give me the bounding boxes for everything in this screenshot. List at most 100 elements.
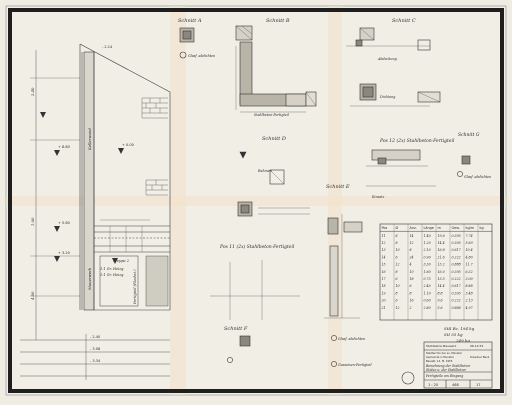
drawing-note: 1:1 Gr. Heizg. bbox=[100, 273, 125, 277]
schedule-cell: 8 bbox=[410, 291, 412, 295]
schedule-cell: 1.10 bbox=[424, 291, 431, 295]
section-title-b: Schnitt B bbox=[266, 18, 290, 24]
schedule-total: StI 55 kg bbox=[444, 332, 463, 337]
schedule-header-cell: Ø bbox=[396, 225, 399, 230]
schedule-cell: 18 bbox=[410, 277, 414, 281]
schedule-cell: 21 bbox=[381, 306, 386, 310]
schedule-cell: 6.32 bbox=[466, 270, 473, 274]
schedule-cell: 0.395 bbox=[452, 241, 461, 245]
schedule-cell: 8 bbox=[396, 291, 398, 295]
schedule-cell: 1.40 bbox=[424, 234, 431, 238]
schedule-cell: 2.40 bbox=[423, 284, 431, 288]
position-title-12: Pos 12 (2x) Stahlbeton-Fertigteil bbox=[379, 137, 455, 144]
schedule-cell: 0.888 bbox=[452, 263, 461, 267]
section-title-g: Schnitt G bbox=[458, 132, 480, 138]
schedule-cell: 8 bbox=[410, 248, 412, 252]
schedule-cell: 8.88 bbox=[466, 284, 473, 288]
level-label: + 8.80 bbox=[58, 145, 70, 149]
dimension-label: 2.40 bbox=[30, 87, 35, 97]
title-block-line: Dresdner Bank bbox=[470, 355, 490, 359]
schedule-cell: 12 bbox=[410, 241, 414, 245]
schedule-cell: 14 bbox=[382, 255, 386, 259]
schedule-cell: 19.6 bbox=[438, 234, 445, 238]
schedule-cell: 3.30 bbox=[424, 263, 431, 267]
schedule-header-cell: m bbox=[438, 226, 442, 230]
drawing-note: Glasf. abdichten bbox=[464, 175, 491, 179]
title-block-line: Bauabt. 14. M. 1955 bbox=[426, 359, 453, 363]
schedule-cell: 21.6 bbox=[437, 255, 445, 259]
schedule-cell: 4.80 bbox=[465, 255, 473, 259]
section-e-drawing bbox=[324, 214, 363, 367]
schedule-header-cell: Gew. bbox=[452, 226, 460, 230]
schedule-total: StII Bz. 194 kg bbox=[444, 326, 475, 331]
section-title-c: Schnitt C bbox=[392, 18, 416, 24]
schedule-cell: 4 bbox=[409, 263, 412, 267]
level-label: - 2.40 bbox=[90, 335, 100, 339]
section-c-drawing bbox=[346, 27, 441, 107]
schedule-cell: 11 bbox=[382, 234, 386, 238]
schedule-cell: 14.4 bbox=[438, 284, 445, 288]
schedule-cell: 8 bbox=[396, 241, 398, 245]
schedule-cell: 13.5 bbox=[438, 277, 445, 281]
pos12-drawing bbox=[366, 149, 471, 187]
schedule-cell: 1.20 bbox=[424, 241, 431, 245]
schedule-cell: 17 bbox=[382, 277, 387, 281]
schedule-cell: 0.617 bbox=[452, 248, 462, 252]
schedule-cell: 0.395 bbox=[452, 270, 461, 274]
section-f-drawing bbox=[227, 335, 251, 363]
schedule-cell: 0.395 bbox=[452, 234, 461, 238]
schedule-cell: 1.60 bbox=[424, 270, 431, 274]
drawing-note: Abdeckung bbox=[377, 57, 397, 61]
schedule-cell: 19 bbox=[382, 291, 386, 295]
pos11-drawing bbox=[210, 260, 300, 320]
title-block-line: Stadtarchiv der ev. Münster bbox=[426, 351, 463, 355]
schedule-cell: 2.80 bbox=[423, 306, 431, 310]
schedule-cell: 3.48 bbox=[466, 291, 473, 295]
section-title-d: Schnitt D bbox=[262, 136, 286, 142]
schedule-cell: 4.97 bbox=[465, 306, 474, 310]
schedule-cell: 11.7 bbox=[466, 263, 474, 267]
drawing-note: Gusseisen-Fertigteil bbox=[338, 363, 372, 367]
schedule-cell: 0.90 bbox=[424, 255, 431, 259]
section-b-drawing bbox=[235, 25, 317, 113]
schedule-cell: 0.75 bbox=[424, 277, 431, 281]
schedule-cell: 2.10 bbox=[423, 248, 431, 252]
schedule-cell: 20 bbox=[381, 299, 386, 303]
schedule-cell: 13.2 bbox=[438, 263, 445, 267]
schedule-cell: 14.4 bbox=[438, 241, 445, 245]
schedule-cell: 15 bbox=[382, 263, 386, 267]
section-title-e: Schnitt E bbox=[326, 184, 350, 190]
title-block-header: Stahlbeton-Bauwerk bbox=[426, 344, 457, 348]
schedule-cell: 6 bbox=[396, 277, 398, 281]
level-label: - 3.08 bbox=[90, 347, 100, 351]
schedule-header-cell: Anz. bbox=[410, 226, 417, 230]
schedule-cell: 8 bbox=[396, 270, 398, 274]
schedule-cell: 6 bbox=[396, 299, 398, 303]
schedule-cell: 16 bbox=[382, 270, 386, 274]
drawing-note: Treppe 2 bbox=[113, 259, 130, 263]
drawing-note: Stahlbeton-Fertigteil bbox=[254, 113, 289, 117]
drawing-note: Mauerwerk bbox=[87, 267, 92, 291]
schedule-cell: 2.13 bbox=[465, 299, 473, 303]
dimension-label: 4.00 bbox=[30, 291, 35, 301]
drawing-note: Rahmen bbox=[257, 169, 272, 173]
schedule-cell: 7.74 bbox=[466, 234, 473, 238]
position-title-11: Pos 11 (2x) Stahlbeton-Fertigteil bbox=[219, 243, 295, 250]
schedule-header-cell: Länge bbox=[424, 226, 434, 230]
section-title-a: Schnitt A bbox=[178, 18, 202, 24]
schedule-cell: 5.69 bbox=[466, 241, 473, 245]
level-label: + 3.20 bbox=[58, 251, 70, 255]
schedule-cell: 0.60 bbox=[424, 299, 431, 303]
drawing-note: Einsatz bbox=[371, 195, 385, 199]
